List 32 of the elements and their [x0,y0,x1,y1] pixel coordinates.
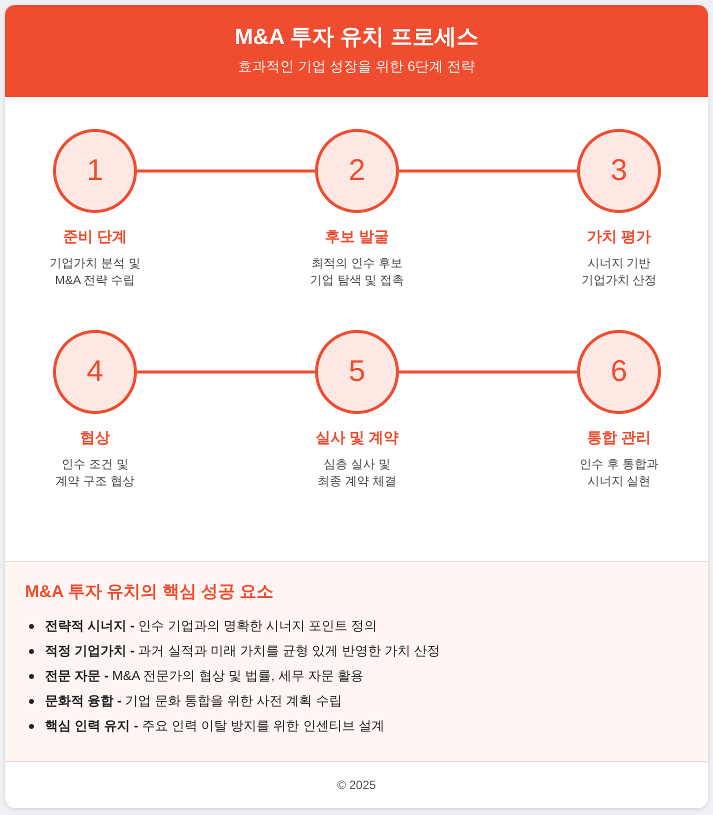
connector-line [399,370,577,374]
connector-line [137,170,315,172]
step-description: 시너지 기반 기업가치 산정 [580,254,658,288]
step-circle: 3 [577,129,661,213]
step-description: 인수 후 통합과 시너지 실현 [579,456,659,490]
step-circle: 4 [53,330,137,414]
list-item: 적정 기업가치 - 과거 실적과 미래 가치를 균형 있게 반영한 가치 산정 [45,642,440,660]
step-title: 통합 관리 [586,428,652,448]
copyright-text: © 2025 [337,777,376,793]
step-circle: 1 [53,129,137,213]
step-title: 실사 및 계약 [315,428,399,448]
step-description: 기업가치 분석 및 M&A 전략 수립 [49,254,141,288]
list-item: 전략적 시너지 - 인수 기업과의 명확한 시너지 포인트 정의 [45,617,378,635]
title: M&A 투자 유치 프로세스 [234,24,478,50]
list-item: 전문 자문 - M&A 전문가의 협상 및 법률, 세무 자문 활용 [45,667,364,685]
info-panel [5,561,708,762]
subtitle: 효과적인 기업 성장을 위한 6단계 전략 [238,57,476,75]
list-item: 문화적 융합 - 기업 문화 통합을 위한 사전 계획 수립 [45,692,342,710]
step-description: 최적의 인수 후보 기업 탐색 및 접촉 [309,254,405,288]
step-circle: 2 [315,129,399,213]
connector-line [137,370,315,374]
step-circle: 6 [577,330,661,414]
step-title: 가치 평가 [586,228,652,246]
step-description: 인수 조건 및 계약 구조 협상 [55,456,135,490]
step-description: 심층 실사 및 최종 계약 체결 [317,456,397,490]
panel-heading: M&A 투자 유치의 핵심 성공 요소 [25,581,274,603]
step-title: 협상 [80,428,110,448]
list-item: 핵심 인력 유지 - 주요 인력 이탈 방지를 위한 인센티브 설계 [45,717,384,735]
step-title: 후보 발굴 [324,228,390,246]
connector-line [399,170,577,172]
step-circle: 5 [315,330,399,414]
step-title: 준비 단계 [62,228,128,246]
